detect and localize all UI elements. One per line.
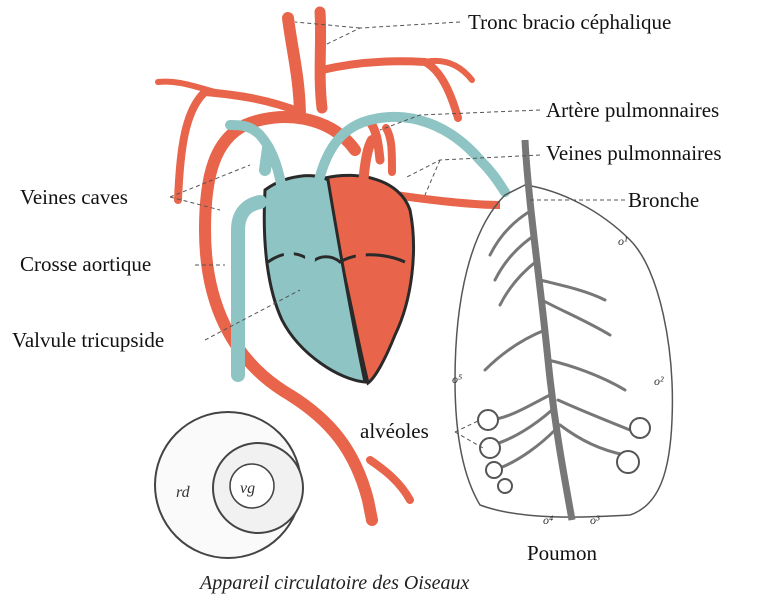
label-bronche: Bronche <box>628 190 699 211</box>
label-crosse-aortique: Crosse aortique <box>20 254 151 275</box>
pulmonary-veins <box>395 195 500 205</box>
section-label-vg: vg <box>240 480 255 497</box>
heart-cross-section: rd vg <box>155 412 303 558</box>
label-alveoles: alvéoles <box>360 421 429 442</box>
label-tronc-bracio-cephalique: Tronc bracio céphalique <box>468 12 671 33</box>
label-artere-pulmonnaires: Artère pulmonnaires <box>546 100 719 121</box>
vena-cava <box>238 148 268 375</box>
lung-label-o1: o¹ <box>618 234 628 248</box>
lung-label-o5: o⁵ <box>452 372 462 386</box>
lung-label-o3: o³ <box>590 513 600 527</box>
label-valvule-tricupside: Valvule tricupside <box>12 330 164 351</box>
figure-caption: Appareil circulatoire des Oiseaux <box>200 572 469 595</box>
lung-label-o4: o⁴ <box>543 513 553 527</box>
label-veines-pulmonnaires: Veines pulmonnaires <box>546 143 722 164</box>
label-veines-caves: Veines caves <box>20 187 128 208</box>
section-label-rd: rd <box>176 484 191 501</box>
label-poumon: Poumon <box>527 543 597 564</box>
lung-label-o2: o² <box>654 374 664 388</box>
